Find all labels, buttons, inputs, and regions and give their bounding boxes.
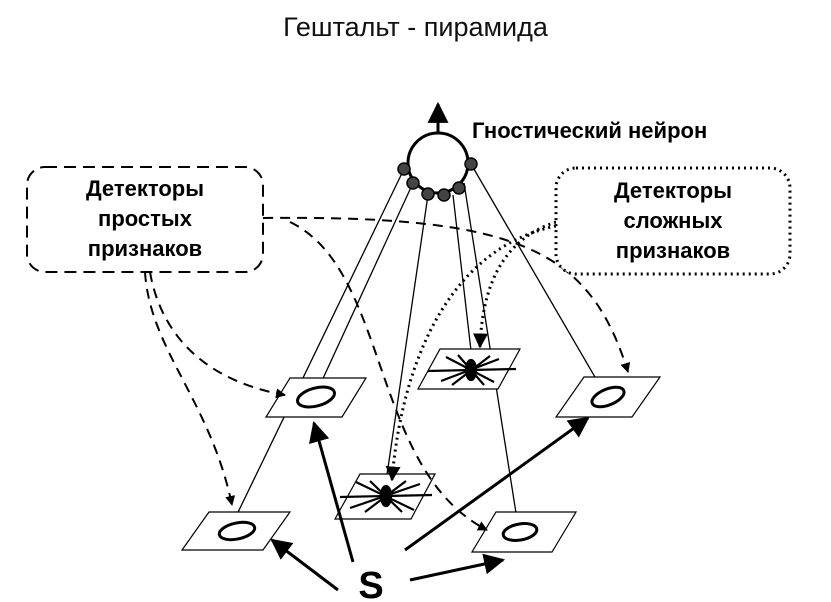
solid-arrow [409, 553, 506, 582]
simple-feature-arrows [144, 216, 631, 531]
complex-detectors-box: Детекторы сложных признаков [554, 166, 792, 276]
dotted-arrow [385, 224, 557, 482]
simple-label-line2: простых [98, 206, 193, 231]
complex-feature-arrows [385, 220, 557, 482]
complex-feature-marks [339, 354, 517, 513]
dashed-arrow [289, 221, 488, 531]
connection-line [452, 194, 474, 369]
solid-arrow [308, 420, 355, 563]
connection-line [313, 182, 414, 399]
complex-label-line2: сложных [624, 208, 724, 233]
complex-label-line3: признаков [616, 238, 730, 263]
synapse-node [464, 157, 478, 171]
oval-mark [590, 385, 626, 409]
simple-label-line3: признаков [88, 236, 202, 261]
connection-line [383, 194, 429, 496]
stimulus-arrows [270, 416, 590, 592]
star-mark [339, 480, 433, 513]
detector-planes [180, 348, 662, 553]
complex-label-line1: Детекторы [614, 178, 732, 203]
synapse-node [397, 162, 411, 176]
solid-arrow [270, 538, 339, 592]
simple-label-line1: Детекторы [86, 176, 204, 201]
synapse-nodes [397, 157, 478, 202]
synapse-node [437, 188, 451, 202]
synapse-node [452, 181, 466, 195]
gnostic-neuron-label: Гностический нейрон [472, 118, 707, 143]
oval-mark [501, 522, 539, 542]
simple-detectors-box: Детекторы простых признаков [26, 166, 264, 273]
dotted-arrow [472, 220, 557, 349]
dashed-arrow [149, 271, 286, 399]
synapse-node [421, 187, 435, 201]
oval-mark [217, 520, 257, 542]
diagram-title: Гештальт - пирамида [283, 12, 548, 42]
star-mark [427, 354, 517, 386]
connection-line [470, 163, 607, 397]
synapse-node [406, 176, 420, 190]
solid-arrow [404, 416, 590, 552]
oval-mark [296, 385, 336, 409]
dashed-arrow [144, 271, 236, 506]
gnostic-neuron [397, 101, 478, 202]
stimulus-label: S [358, 565, 383, 602]
connection-line [227, 168, 405, 534]
simple-feature-marks [217, 385, 626, 542]
